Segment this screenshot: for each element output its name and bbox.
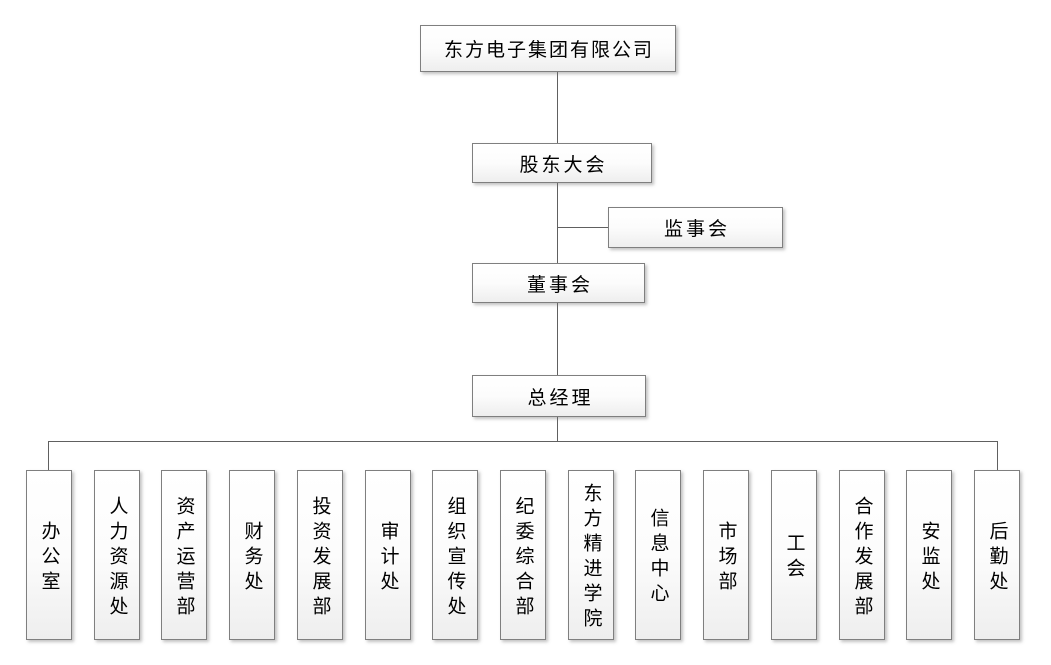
department-label: 资产运营部 xyxy=(173,495,196,621)
department-box: 信息中心 xyxy=(635,470,681,640)
connector-company-to-shareholders xyxy=(557,72,558,143)
connector-bus-left-drop xyxy=(48,441,49,470)
connector-gm-to-bus xyxy=(557,417,558,442)
department-label: 合作发展部 xyxy=(851,495,874,621)
connector-shareholders-to-board xyxy=(557,183,558,263)
node-general-manager-label: 总经理 xyxy=(527,386,594,409)
department-box: 投资发展部 xyxy=(297,470,343,640)
department-box: 东方精进学院 xyxy=(568,470,614,640)
connector-board-to-gm xyxy=(557,303,558,375)
department-label: 工会 xyxy=(783,533,806,583)
department-box: 办公室 xyxy=(26,470,72,640)
connector-department-bus xyxy=(48,441,998,442)
connector-bus-right-drop xyxy=(997,441,998,470)
department-label: 纪委综合部 xyxy=(512,495,535,621)
node-supervisory-board-label: 监事会 xyxy=(663,218,730,240)
department-box: 审计处 xyxy=(365,470,411,640)
department-box: 后勤处 xyxy=(974,470,1020,640)
department-box: 安监处 xyxy=(906,470,952,640)
department-box: 合作发展部 xyxy=(839,470,885,640)
department-box: 工会 xyxy=(771,470,817,640)
node-board-of-directors-label: 董事会 xyxy=(526,273,593,296)
department-box: 市场部 xyxy=(703,470,749,640)
department-label: 安监处 xyxy=(918,520,941,596)
department-box: 财务处 xyxy=(229,470,275,640)
node-shareholders-meeting-label: 股东大会 xyxy=(519,153,608,176)
node-supervisory-board: 监事会 xyxy=(608,207,783,248)
node-board-of-directors: 董事会 xyxy=(472,263,645,303)
department-label: 信息中心 xyxy=(647,508,670,608)
department-label: 市场部 xyxy=(715,520,738,596)
department-label: 办公室 xyxy=(38,520,61,596)
department-box: 纪委综合部 xyxy=(500,470,546,640)
department-box: 人力资源处 xyxy=(94,470,140,640)
department-label: 后勤处 xyxy=(986,520,1009,596)
node-general-manager: 总经理 xyxy=(472,375,646,417)
connector-branch-to-supervisory xyxy=(557,227,608,228)
department-label: 财务处 xyxy=(241,520,264,596)
department-box: 资产运营部 xyxy=(161,470,207,640)
node-company: 东方电子集团有限公司 xyxy=(420,25,676,72)
department-label: 组织宣传处 xyxy=(444,495,467,621)
department-label: 投资发展部 xyxy=(309,495,332,621)
department-label: 审计处 xyxy=(377,520,400,596)
node-company-label: 东方电子集团有限公司 xyxy=(443,39,654,61)
department-label: 人力资源处 xyxy=(106,495,129,621)
department-box: 组织宣传处 xyxy=(432,470,478,640)
node-shareholders-meeting: 股东大会 xyxy=(472,143,652,183)
department-label: 东方精进学院 xyxy=(580,483,603,633)
